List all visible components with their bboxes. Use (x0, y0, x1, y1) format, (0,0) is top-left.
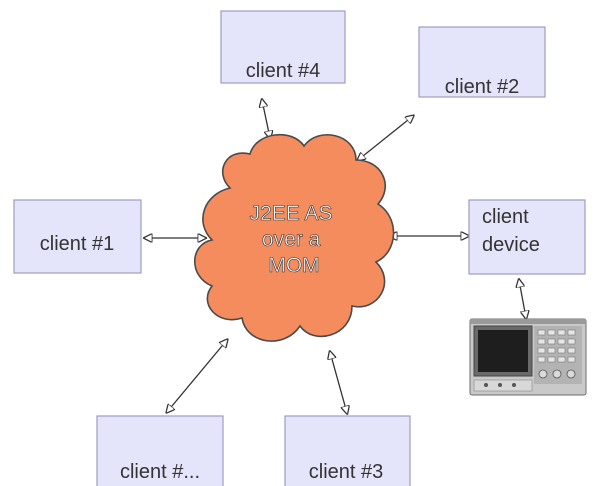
connector-device-instrument (519, 280, 526, 318)
client-box-4-frame (220, 10, 346, 84)
connector-client-2 (358, 116, 413, 160)
instrument-top-strip (470, 319, 586, 324)
client-box-2-label: client #2 (445, 76, 520, 98)
test-instrument-icon (469, 318, 587, 396)
client-box-2: client #2 (418, 26, 546, 98)
connector-client-3 (330, 352, 347, 413)
cloud-label-line-3: MOM (268, 254, 319, 277)
client-box-device: client device (468, 199, 586, 275)
client-box-1-frame (13, 199, 142, 274)
client-box-device-frame (468, 199, 586, 275)
client-box-3-label: client #3 (309, 461, 384, 483)
instrument-buttons (537, 329, 576, 363)
client-box-4-label-line-1: client #4 (246, 60, 321, 82)
client-box-device-label-line-1: client (482, 206, 529, 228)
client-box-4: client #4 (220, 10, 346, 84)
client-box-4-label: client #4 (246, 60, 321, 82)
client-box-device-label: client device (482, 206, 540, 256)
cloud-label: J2EE AS over a MOM (250, 202, 339, 277)
client-box-1-label-line-1: client #1 (40, 233, 115, 255)
client-box-1: client #1 (13, 199, 142, 274)
instrument-knobs (538, 369, 576, 379)
client-box-ellipsis: client #... (96, 415, 224, 486)
instrument-screen (478, 330, 528, 372)
client-box-1-label: client #1 (40, 233, 115, 255)
client-box-ellipsis-frame (96, 415, 224, 486)
client-box-3: client #3 (284, 415, 411, 486)
cloud-node: J2EE AS over a MOM (194, 133, 395, 342)
connector-client-4 (262, 100, 270, 138)
cloud-shape (194, 133, 395, 342)
client-box-device-label-line-2: device (482, 234, 540, 256)
cloud-label-line-1: J2EE AS (250, 202, 333, 225)
client-box-2-frame (418, 26, 546, 98)
client-box-3-frame (284, 415, 411, 486)
instrument-bottom-panel (473, 379, 533, 392)
client-box-2-label-line-1: client #2 (445, 76, 520, 98)
client-box-ellipsis-label-line-1: client #... (120, 461, 200, 483)
client-box-ellipsis-label: client #... (120, 461, 200, 483)
connector-client-ellipsis (167, 340, 227, 412)
cloud-label-line-2: over a (262, 228, 321, 251)
client-box-3-label-line-1: client #3 (309, 461, 384, 483)
connectors (145, 100, 526, 413)
instrument-ports (484, 383, 516, 387)
